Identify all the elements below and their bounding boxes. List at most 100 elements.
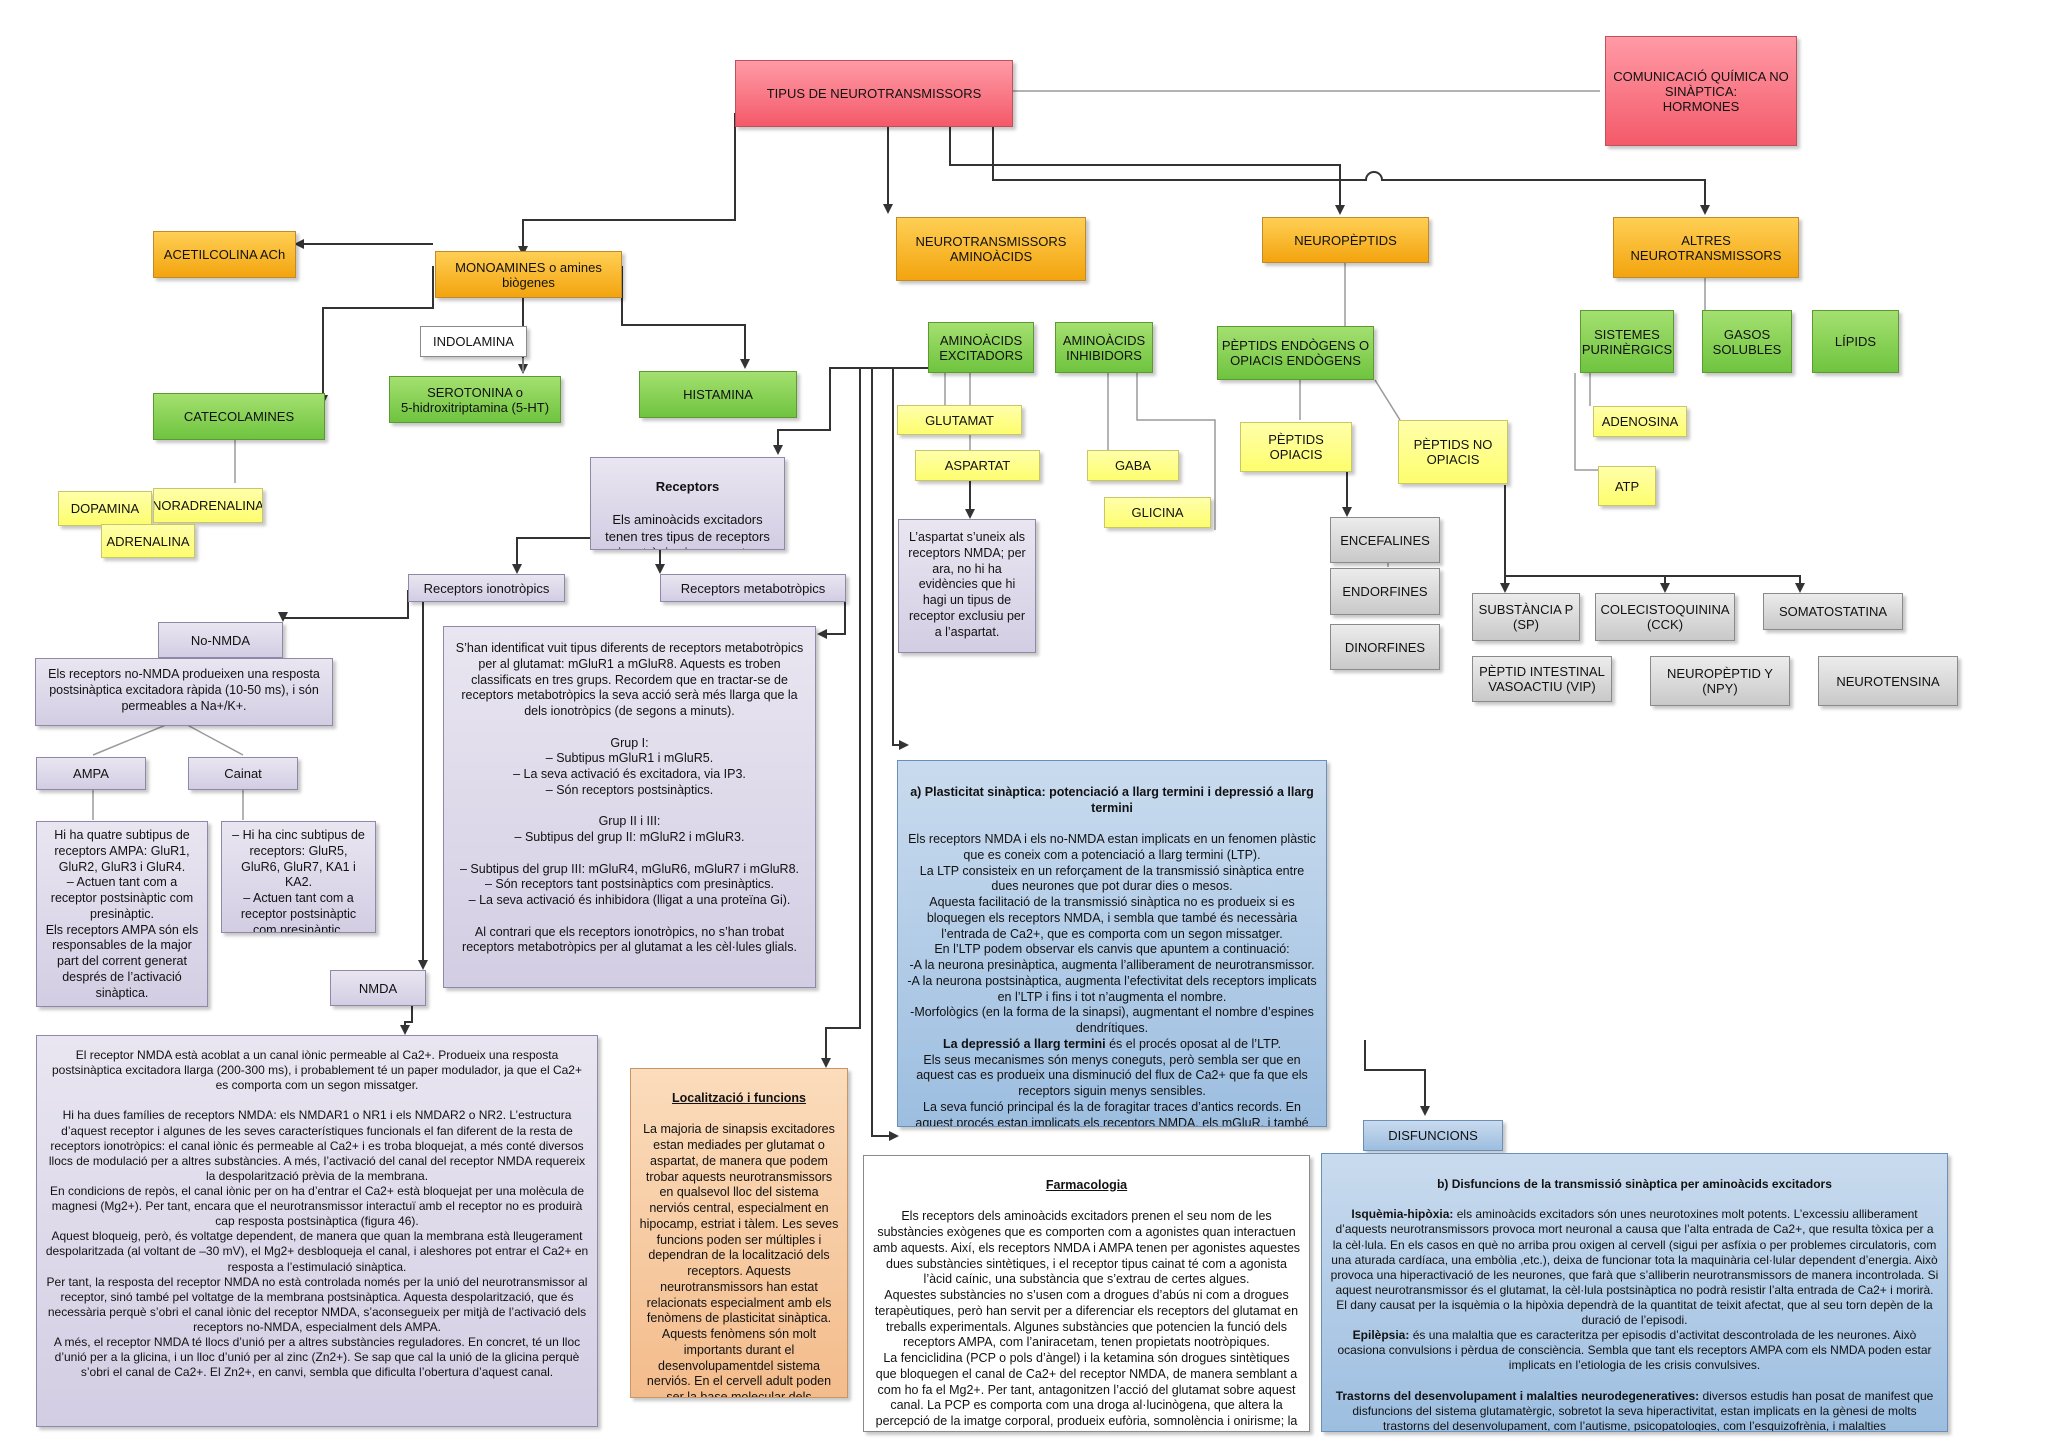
arrow-monoamines-histamina xyxy=(621,266,750,369)
histamina-label: HISTAMINA xyxy=(683,387,753,402)
arrow-no-opiacis-cck xyxy=(1505,575,1670,593)
localitzacio-box: Localització i funcions La majoria de si… xyxy=(630,1068,848,1398)
aminoacids-box: NEUROTRANSMISSORS AMINOÀCIDS xyxy=(896,217,1086,281)
line-endogens-no-opiacis xyxy=(1374,379,1401,421)
line-inhibidors-glicina xyxy=(1136,373,1216,530)
purinergics-box: SISTEMES PURINÈRGICS xyxy=(1580,310,1674,373)
arrow-excitadors-localitzacio xyxy=(821,368,861,1068)
peptids-no-opiacis-box: PÈPTIDS NO OPIACIS xyxy=(1398,420,1508,484)
acetilcolina-box: ACETILCOLINA ACh xyxy=(153,231,296,278)
peptids-opiacis-label: PÈPTIDS OPIACIS xyxy=(1268,432,1324,462)
acetilcolina-label: ACETILCOLINA ACh xyxy=(163,247,286,262)
neuropeptids-box: NEUROPÈPTIDS xyxy=(1262,217,1429,263)
atp-box: ATP xyxy=(1598,466,1656,506)
aminoacids-label: NEUROTRANSMISSORS AMINOÀCIDS xyxy=(915,234,1067,264)
receptors-ionotropics-box: Receptors ionotròpics xyxy=(408,574,565,602)
indolamina-label: INDOLAMINA xyxy=(433,334,514,349)
nmda-label: NMDA xyxy=(358,980,398,996)
colecistoquinina-box: COLECISTOQUININA (CCK) xyxy=(1595,593,1735,641)
excitadors-box: AMINOÀCIDS EXCITADORS xyxy=(928,322,1034,373)
colecistoquinina-label: COLECISTOQUININA (CCK) xyxy=(1600,602,1730,632)
farmacologia-body: Els receptors dels aminoàcids excitadors… xyxy=(872,1209,1301,1431)
no-nmda-label: No-NMDA xyxy=(190,632,251,648)
ampa-box: AMPA xyxy=(36,757,146,790)
inhibidors-label: AMINOÀCIDS INHIBIDORS xyxy=(1062,332,1146,363)
histamina-box: HISTAMINA xyxy=(639,371,797,418)
dinorfines-label: DINORFINES xyxy=(1344,639,1426,655)
lipids-label: LÍPIDS xyxy=(1834,334,1877,349)
adrenalina-box: ADRENALINA xyxy=(101,524,195,558)
disfuncions-desc-box: b) Disfuncions de la transmissió sinàpti… xyxy=(1321,1153,1948,1432)
farmacologia-box: Farmacologia Els receptors dels aminoàci… xyxy=(863,1155,1310,1432)
disfuncions-label: DISFUNCIONS xyxy=(1388,1128,1478,1143)
serotonina-label: SEROTONINA o 5-hidroxitriptamina (5-HT) xyxy=(400,384,550,415)
somatostatina-label: SOMATOSTATINA xyxy=(1778,604,1888,619)
trastorns-label: Trastorns del desenvolupament i malaltie… xyxy=(1335,1388,1700,1403)
npy-box: NEUROPÈPTID Y (NPY) xyxy=(1650,656,1790,706)
excitadors-label: AMINOÀCIDS EXCITADORS xyxy=(939,332,1023,363)
localitzacio-title: Localització i funcions xyxy=(671,1090,807,1105)
encefalines-box: ENCEFALINES xyxy=(1330,517,1440,563)
substancia-p-label: SUBSTÀNCIA P (SP) xyxy=(1478,602,1574,632)
dopamina-box: DOPAMINA xyxy=(58,491,152,526)
catecolamines-label: CATECOLAMINES xyxy=(183,409,295,424)
metabotropics-desc-text: S’han identificat vuit tipus diferents d… xyxy=(455,641,804,955)
inhibidors-box: AMINOÀCIDS INHIBIDORS xyxy=(1055,322,1153,373)
no-nmda-desc-text: Els receptors no-NMDA produeixen una res… xyxy=(48,667,320,713)
arrow-tipus-neuropeptids xyxy=(949,127,1345,215)
monoamines-label: MONOAMINES o amines biògenes xyxy=(455,259,602,290)
gasos-label: GASOS SOLUBLES xyxy=(1712,326,1782,357)
substancia-p-box: SUBSTÀNCIA P (SP) xyxy=(1472,593,1580,641)
neurotensina-label: NEUROTENSINA xyxy=(1836,673,1940,689)
isquemia-label: Isquèmia-hipòxia: xyxy=(1351,1207,1454,1222)
ampa-desc-box: Hi ha quatre subtipus de receptors AMPA:… xyxy=(36,821,208,1007)
nmda-desc-box: El receptor NMDA està acoblat a un canal… xyxy=(36,1035,598,1427)
metabotropics-desc-box: S’han identificat vuit tipus diferents d… xyxy=(443,626,816,988)
plasticitat-title: a) Plasticitat sinàptica: potenciació a … xyxy=(910,784,1314,815)
aspartat-box: ASPARTAT xyxy=(915,450,1040,481)
glutamat-label: GLUTAMAT xyxy=(925,412,994,428)
endorfines-box: ENDORFINES xyxy=(1330,568,1440,615)
arrow-excitadors-receptors xyxy=(773,367,928,455)
altres-box: ALTRES NEUROTRANSMISSORS xyxy=(1613,217,1799,278)
ampa-label: AMPA xyxy=(73,766,109,781)
vip-box: PÈPTID INTESTINAL VASOACTIU (VIP) xyxy=(1472,656,1612,702)
disfuncions-title: b) Disfuncions de la transmissió sinàpti… xyxy=(1437,1177,1832,1192)
noradrenalina-label: NORADRENALINA xyxy=(153,498,263,513)
aspartat-note-box: L’aspartat s’uneix als receptors NMDA; p… xyxy=(898,519,1036,653)
catecolamines-box: CATECOLAMINES xyxy=(153,393,325,440)
cainat-label: Cainat xyxy=(224,766,262,781)
plasticitat-box: a) Plasticitat sinàptica: potenciació a … xyxy=(897,760,1327,1127)
epilepsia-label: Epilèpsia: xyxy=(1352,1328,1410,1343)
peptids-opiacis-box: PÈPTIDS OPIACIS xyxy=(1240,422,1352,472)
comunicacio-label: COMUNICACIÓ QUÍMICA NO SINÀPTICA: HORMON… xyxy=(1613,68,1789,114)
somatostatina-box: SOMATOSTATINA xyxy=(1763,593,1903,630)
arrow-no-opiacis-somatostatina xyxy=(1665,575,1805,593)
arrow-nmda-desc xyxy=(400,1004,413,1035)
receptors-box: Receptors Els aminoàcids excitadors tene… xyxy=(590,457,785,550)
arrow-excitadors-farmacologia xyxy=(871,368,899,1141)
peptids-endogens-label: PÈPTIDS ENDÒGENS O OPIACIS ENDÒGENS xyxy=(1221,338,1370,368)
nmda-box: NMDA xyxy=(330,970,426,1006)
monoamines-box: MONOAMINES o amines biògenes xyxy=(435,251,622,298)
cainat-box: Cainat xyxy=(188,757,298,790)
epilepsia-body: és una malaltia que es caracteritza per … xyxy=(1337,1328,1932,1373)
adenosina-box: ADENOSINA xyxy=(1593,406,1687,437)
endorfines-label: ENDORFINES xyxy=(1342,584,1428,599)
serotonina-box: SEROTONINA o 5-hidroxitriptamina (5-HT) xyxy=(389,376,561,423)
npy-label: NEUROPÈPTID Y (NPY) xyxy=(1667,666,1773,696)
arrow-receptors-ionotropics xyxy=(512,537,590,574)
neurotensina-box: NEUROTENSINA xyxy=(1818,656,1958,706)
peptids-endogens-box: PÈPTIDS ENDÒGENS O OPIACIS ENDÒGENS xyxy=(1217,326,1374,380)
metabotropics-label: Receptors metabotròpics xyxy=(680,580,826,596)
receptors-title: Receptors xyxy=(655,479,720,495)
vip-label: PÈPTID INTESTINAL VASOACTIU (VIP) xyxy=(1479,664,1605,694)
no-nmda-box: No-NMDA xyxy=(158,622,283,658)
glutamat-box: GLUTAMAT xyxy=(897,405,1022,435)
aspartat-note-text: L’aspartat s’uneix als receptors NMDA; p… xyxy=(908,530,1026,639)
line-purinergics-atp xyxy=(1574,373,1598,471)
adrenalina-label: ADRENALINA xyxy=(106,533,190,549)
arrow-monoamines-catecolamines xyxy=(318,266,434,405)
depressio-body: és el procés oposat al de l’LTP. Els seu… xyxy=(915,1036,1309,1127)
